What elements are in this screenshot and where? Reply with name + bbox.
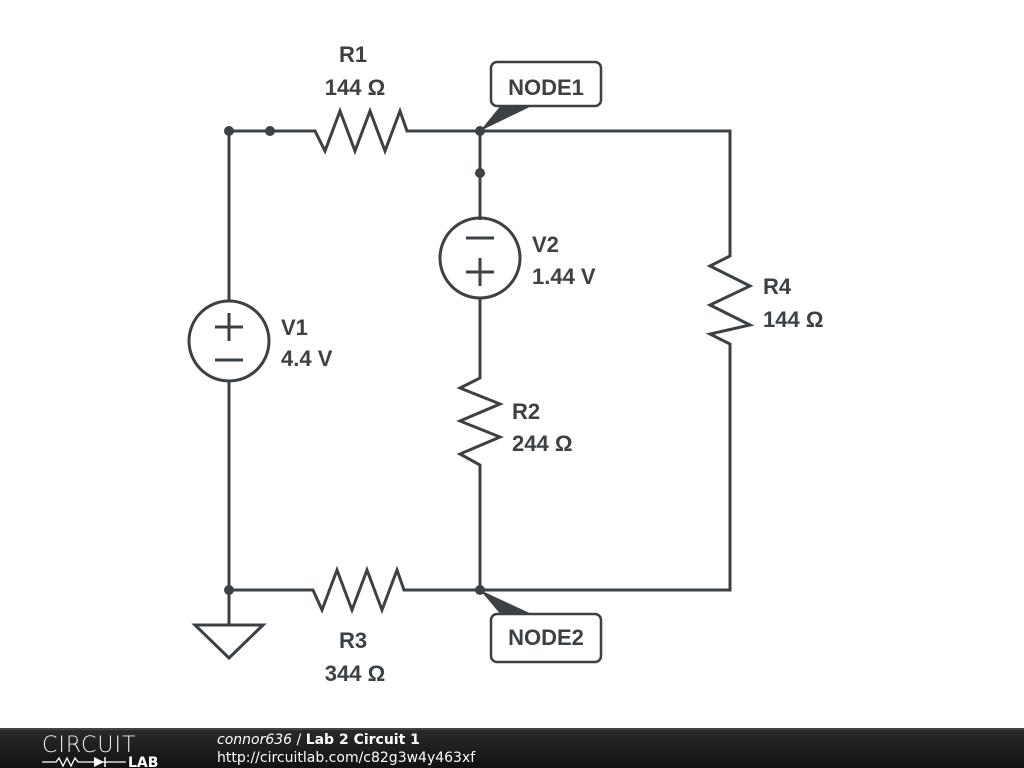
- v1-value: 4.4 V: [281, 346, 333, 371]
- v1-name: V1: [281, 315, 308, 340]
- r2-name: R2: [512, 399, 540, 424]
- footer-info: connor636 / Lab 2 Circuit 1 http://circu…: [217, 731, 475, 767]
- r2-value: 244 Ω: [512, 431, 572, 456]
- wires: [187, 106, 755, 661]
- footer-bar: CIRCUIT LAB connor636 / Lab 2 Circuit 1 …: [0, 728, 1024, 768]
- v2-value: 1.44 V: [532, 264, 596, 289]
- logo-resistor-icon: [42, 756, 90, 768]
- node2-text: NODE2: [508, 625, 584, 650]
- circuitlab-logo[interactable]: CIRCUIT LAB: [40, 732, 180, 768]
- circuit-schematic: NODE1 NODE2 R1 144 Ω V2 1.44 V R4 144 Ω …: [187, 42, 823, 686]
- r4-name: R4: [763, 274, 792, 299]
- footer-separator: /: [292, 732, 306, 748]
- junction-dot: [265, 126, 275, 136]
- footer-circuit-title[interactable]: Lab 2 Circuit 1: [305, 732, 420, 748]
- ground-icon: [191, 623, 267, 661]
- resistor-r2[interactable]: [456, 375, 504, 472]
- node1-label[interactable]: NODE1: [480, 60, 603, 131]
- node2-pointer: [480, 590, 536, 616]
- node1-pointer: [480, 104, 536, 131]
- r1-value: 144 Ω: [325, 75, 385, 100]
- footer-url[interactable]: http://circuitlab.com/c82g3w4y463xf: [217, 750, 476, 766]
- footer-title-line: connor636 / Lab 2 Circuit 1: [217, 731, 475, 749]
- node1-text: NODE1: [508, 75, 584, 100]
- junction-dot: [224, 126, 234, 136]
- r4-value: 144 Ω: [763, 307, 823, 332]
- junction-dot: [475, 168, 485, 178]
- footer-user[interactable]: connor636: [217, 732, 293, 748]
- resistor-r1[interactable]: [309, 106, 413, 156]
- node2-label[interactable]: NODE2: [480, 590, 603, 664]
- node2-box: [489, 612, 603, 664]
- wire-top-right: [413, 129, 732, 252]
- r3-name: R3: [339, 628, 367, 653]
- wire-right-down: [480, 348, 732, 592]
- r3-value: 344 Ω: [325, 661, 385, 686]
- logo-lab-text: LAB: [128, 755, 158, 768]
- v2-name: V2: [532, 232, 559, 257]
- resistor-r3[interactable]: [306, 565, 410, 615]
- r1-name: R1: [339, 42, 367, 67]
- logo-circuit-text: CIRCUIT: [42, 733, 136, 758]
- resistor-r4[interactable]: [705, 252, 755, 348]
- junction-dot: [224, 585, 234, 595]
- node1-box: [489, 60, 603, 108]
